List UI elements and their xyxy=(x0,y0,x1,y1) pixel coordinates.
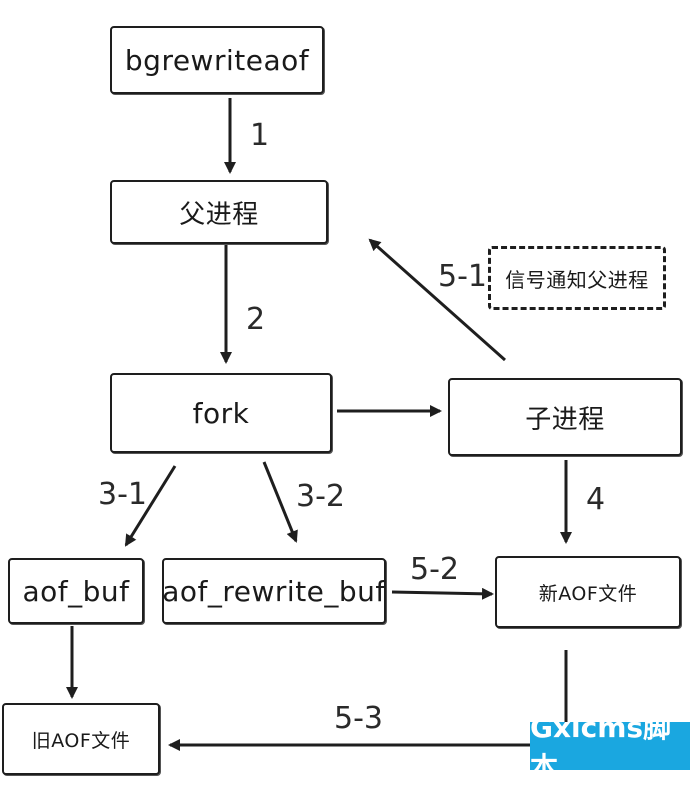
node-old-aof-file: 旧AOF文件 xyxy=(2,703,160,775)
node-aof-rewrite-buf: aof_rewrite_buf xyxy=(162,558,386,624)
node-new-aof-file: 新AOF文件 xyxy=(495,556,681,628)
node-aof-buf: aof_buf xyxy=(8,558,144,624)
node-bgrewriteaof: bgrewriteaof xyxy=(110,26,324,94)
edge-label-5-3: 5-3 xyxy=(334,701,383,736)
node-signal-parent: 信号通知父进程 xyxy=(488,246,666,310)
edge-5-2 xyxy=(391,587,494,600)
edge-label-5-1: 5-1 xyxy=(438,259,487,294)
edge-label-2: 2 xyxy=(246,302,266,337)
edge-label-5-2: 5-2 xyxy=(410,552,459,587)
edge-label-4: 4 xyxy=(586,482,606,517)
edge-label-1: 1 xyxy=(250,118,270,153)
edge-label-3-1: 3-1 xyxy=(98,477,147,512)
node-parent-process: 父进程 xyxy=(110,180,328,244)
edge-3-1 xyxy=(124,465,177,547)
edge-3-2 xyxy=(262,461,298,543)
node-fork: fork xyxy=(110,373,332,453)
edge-label-3-2: 3-2 xyxy=(296,479,345,514)
watermark-logo: Gxlcms脚本 xyxy=(530,711,690,784)
node-child-process: 子进程 xyxy=(448,378,682,456)
edge-5-1 xyxy=(368,238,506,362)
